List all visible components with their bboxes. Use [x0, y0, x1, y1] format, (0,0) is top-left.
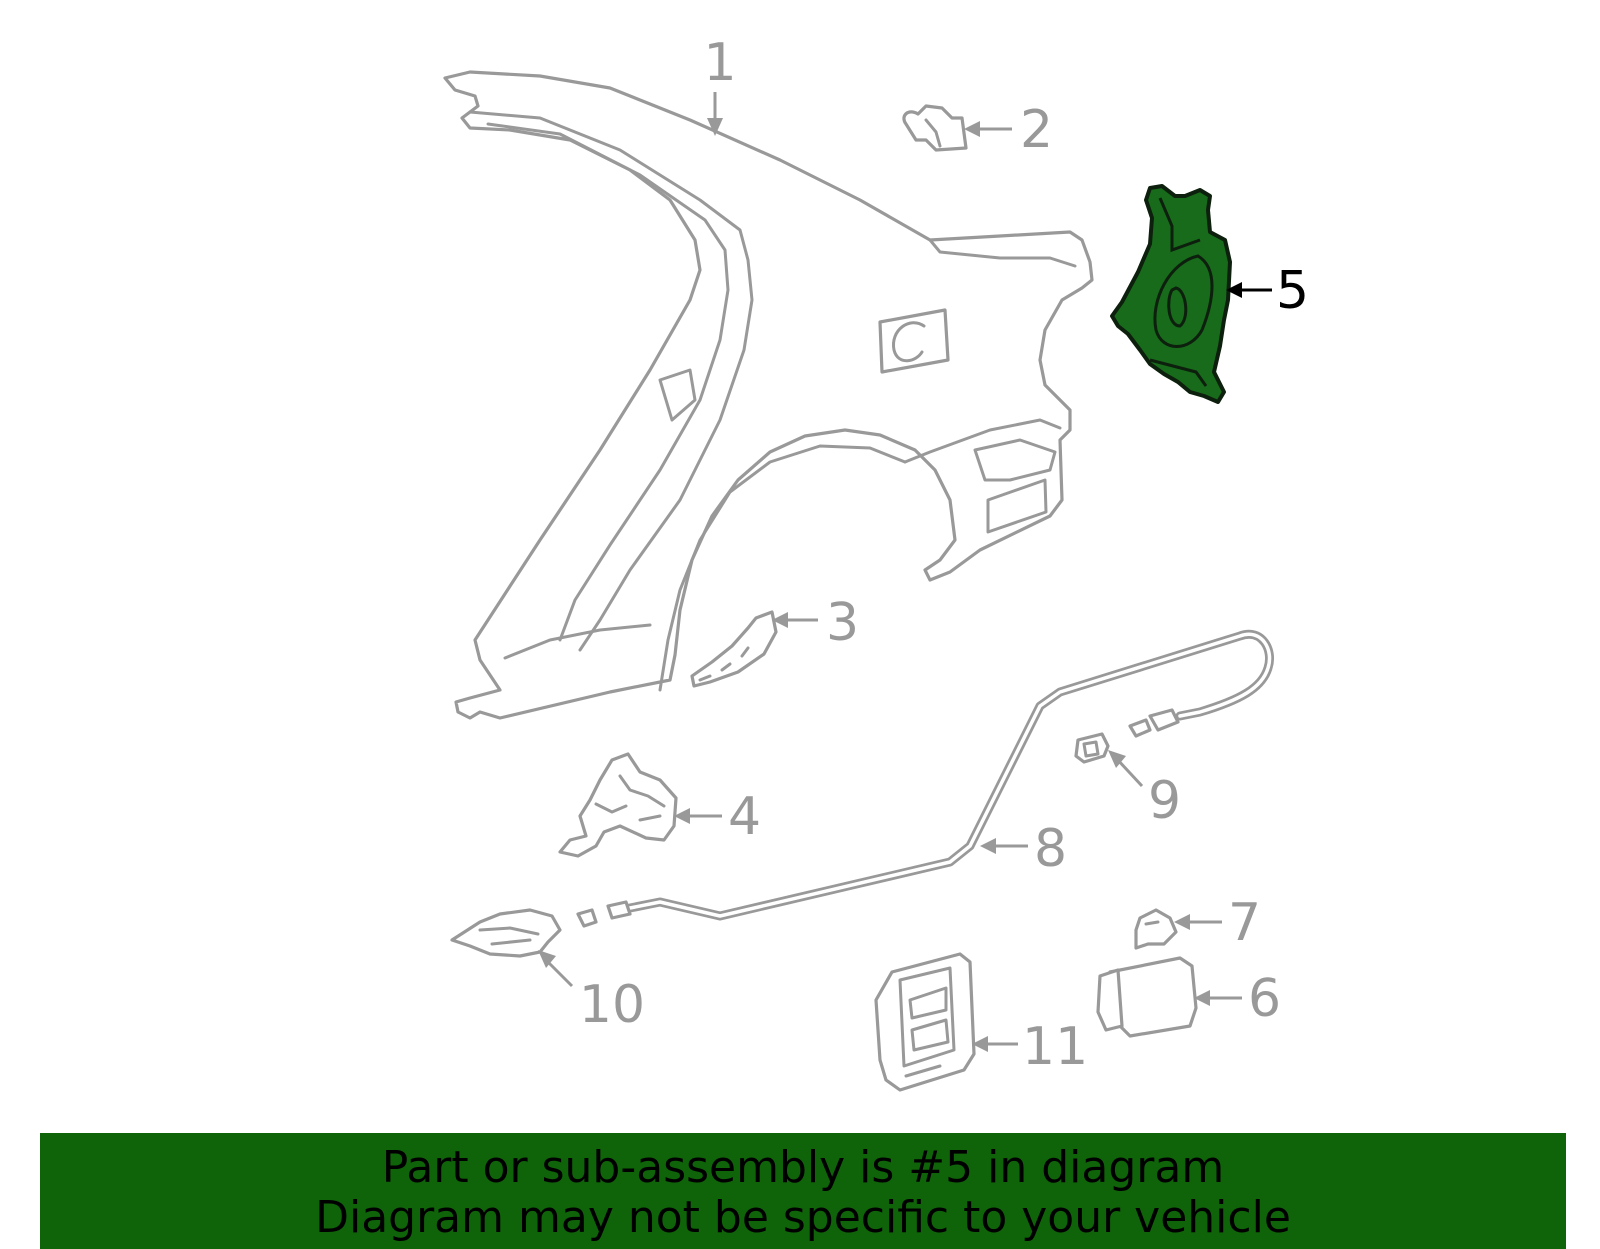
callout-label-8: 8 [1034, 819, 1067, 879]
callout-6: 6 [1194, 969, 1281, 1029]
callout-label-6: 6 [1248, 969, 1281, 1029]
callout-label-2: 2 [1020, 100, 1053, 160]
callout-8: 8 [980, 819, 1067, 879]
callout-label-7: 7 [1228, 893, 1261, 953]
parts-diagram: 1 2 5 3 [443, 33, 1309, 1092]
callout-3: 3 [772, 593, 859, 653]
callout-label-4: 4 [728, 787, 761, 847]
callout-label-3: 3 [826, 593, 859, 653]
callout-4: 4 [674, 787, 761, 847]
banner-line-2: Diagram may not be specific to your vehi… [315, 1192, 1291, 1243]
part-1-quarter-panel [443, 70, 1094, 720]
callout-label-11: 11 [1022, 1017, 1088, 1077]
part-10-release-lever [450, 908, 562, 958]
callout-label-5: 5 [1276, 261, 1309, 321]
callout-1: 1 [703, 33, 737, 136]
part-9-clip [1074, 732, 1110, 764]
part-2-fastener [902, 104, 968, 152]
part-11-filler-housing [874, 952, 976, 1092]
part-3-molding [690, 610, 778, 688]
part-4-opener-bracket [558, 752, 678, 858]
part-5-fuel-door-pocket [1110, 184, 1232, 404]
part-8-release-cable [576, 629, 1274, 928]
banner-line-1: Part or sub-assembly is #5 in diagram [381, 1142, 1225, 1193]
callout-7: 7 [1174, 893, 1261, 953]
info-banner: Part or sub-assembly is #5 in diagram Di… [40, 1133, 1566, 1249]
part-6-fuel-door [1096, 956, 1198, 1038]
callout-9: 9 [1108, 750, 1181, 831]
callout-label-10: 10 [579, 975, 645, 1035]
callout-2: 2 [964, 100, 1053, 160]
callout-5: 5 [1226, 261, 1309, 321]
callout-label-9: 9 [1148, 771, 1181, 831]
part-7-clip [1134, 908, 1178, 950]
callout-label-1: 1 [703, 33, 736, 93]
callout-10: 10 [538, 950, 645, 1035]
callout-11: 11 [972, 1017, 1088, 1077]
